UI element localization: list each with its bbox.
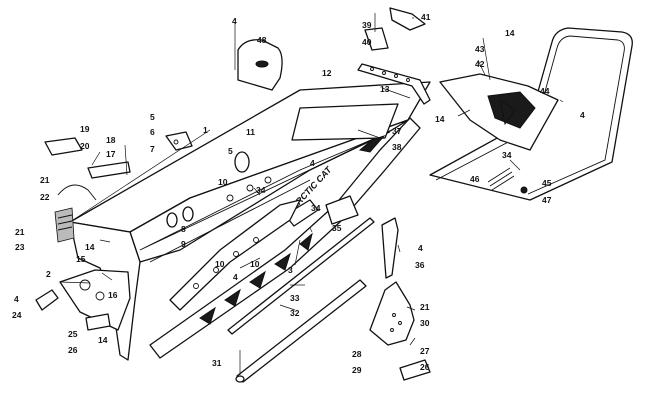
leader-lines [59, 13, 564, 375]
callout: 10 [215, 259, 225, 269]
callout: 8 [181, 224, 186, 234]
callout: 33 [290, 293, 300, 303]
callout: 6 [150, 127, 155, 137]
callout: 38 [392, 142, 402, 152]
callout: 19 [80, 124, 90, 134]
callout: 35 [332, 223, 342, 233]
discs [166, 206, 194, 228]
bracket-28 [369, 281, 415, 346]
callout: 26 [68, 345, 78, 355]
bracket-24 [35, 289, 59, 311]
callout: 41 [421, 12, 431, 22]
callout: 44 [540, 86, 550, 96]
callout: 23 [15, 242, 25, 252]
callout: 4 [310, 158, 315, 168]
callout: 36 [415, 260, 425, 270]
callout: 9 [181, 239, 186, 249]
callout: 14 [435, 114, 445, 124]
callout: 21 [420, 302, 430, 312]
callout: 34 [311, 203, 321, 213]
callout: 34 [256, 185, 266, 195]
rail-cutouts [199, 232, 313, 325]
callout: 17 [106, 149, 116, 159]
chassis-tunnel [69, 81, 431, 361]
callout: 22 [40, 192, 50, 202]
callout: 46 [470, 174, 480, 184]
callout: 24 [12, 310, 22, 320]
callout: 14 [98, 335, 108, 345]
cover-19 [44, 137, 83, 156]
bracket-35 [325, 195, 359, 225]
callout: 5 [228, 146, 233, 156]
callout: 5 [150, 112, 155, 122]
grille [54, 207, 75, 243]
callout: 32 [290, 308, 300, 318]
callout: 42 [475, 59, 485, 69]
long-slide [227, 217, 375, 335]
callout: 34 [502, 150, 512, 160]
callout: 4 [14, 294, 19, 304]
hook [57, 184, 97, 201]
hardware-46 [487, 167, 515, 191]
callout: 14 [505, 28, 515, 38]
callout: 37 [392, 126, 402, 136]
bracket-6 [165, 131, 193, 151]
callout: 47 [542, 195, 552, 205]
callout: 48 [257, 35, 267, 45]
top-bracket [389, 7, 426, 31]
front-bracket [59, 269, 131, 331]
callout: 4 [580, 110, 585, 120]
callouts: 1 2 3 4 4 4 4 4 4 5 5 6 7 8 9 10 10 10 1… [12, 12, 585, 375]
pad-26 [399, 359, 431, 381]
pad-25 [85, 313, 111, 331]
callout: 16 [108, 290, 118, 300]
rear-bumper [429, 27, 633, 201]
seat-pad [237, 39, 283, 91]
callout: 11 [246, 127, 255, 137]
callout: 1 [203, 125, 208, 135]
callout: 26 [420, 362, 430, 372]
callout: 2 [46, 269, 51, 279]
strip-36 [381, 217, 399, 279]
callout: 4 [233, 272, 238, 282]
callout: 21 [15, 227, 25, 237]
callout: 40 [362, 37, 372, 47]
slotted-bar [357, 63, 431, 105]
callout: 4 [232, 16, 237, 26]
callout: 25 [68, 329, 78, 339]
callout: 4 [418, 243, 423, 253]
callout: 10 [218, 177, 228, 187]
side-rail-inner [169, 199, 301, 311]
callout: 21 [40, 175, 50, 185]
callout: 12 [322, 68, 332, 78]
snow-flap [439, 73, 559, 151]
callout: 27 [420, 346, 430, 356]
callout: 20 [80, 141, 90, 151]
callout: 15 [76, 254, 86, 264]
callout: 3 [288, 265, 293, 275]
callout: 39 [362, 20, 372, 30]
callout: 13 [380, 84, 390, 94]
part-5 [234, 151, 250, 173]
callout: 30 [420, 318, 430, 328]
callout: 43 [475, 44, 485, 54]
callout: 18 [106, 135, 116, 145]
callout: 29 [352, 365, 362, 375]
mount-bracket [364, 27, 389, 51]
callout: 14 [85, 242, 95, 252]
strap [87, 161, 131, 179]
rail-tube [235, 279, 367, 383]
callout: 31 [212, 358, 222, 368]
callout: 28 [352, 349, 362, 359]
callout: 7 [150, 144, 155, 154]
callout: 45 [542, 178, 552, 188]
callout: 10 [250, 259, 260, 269]
